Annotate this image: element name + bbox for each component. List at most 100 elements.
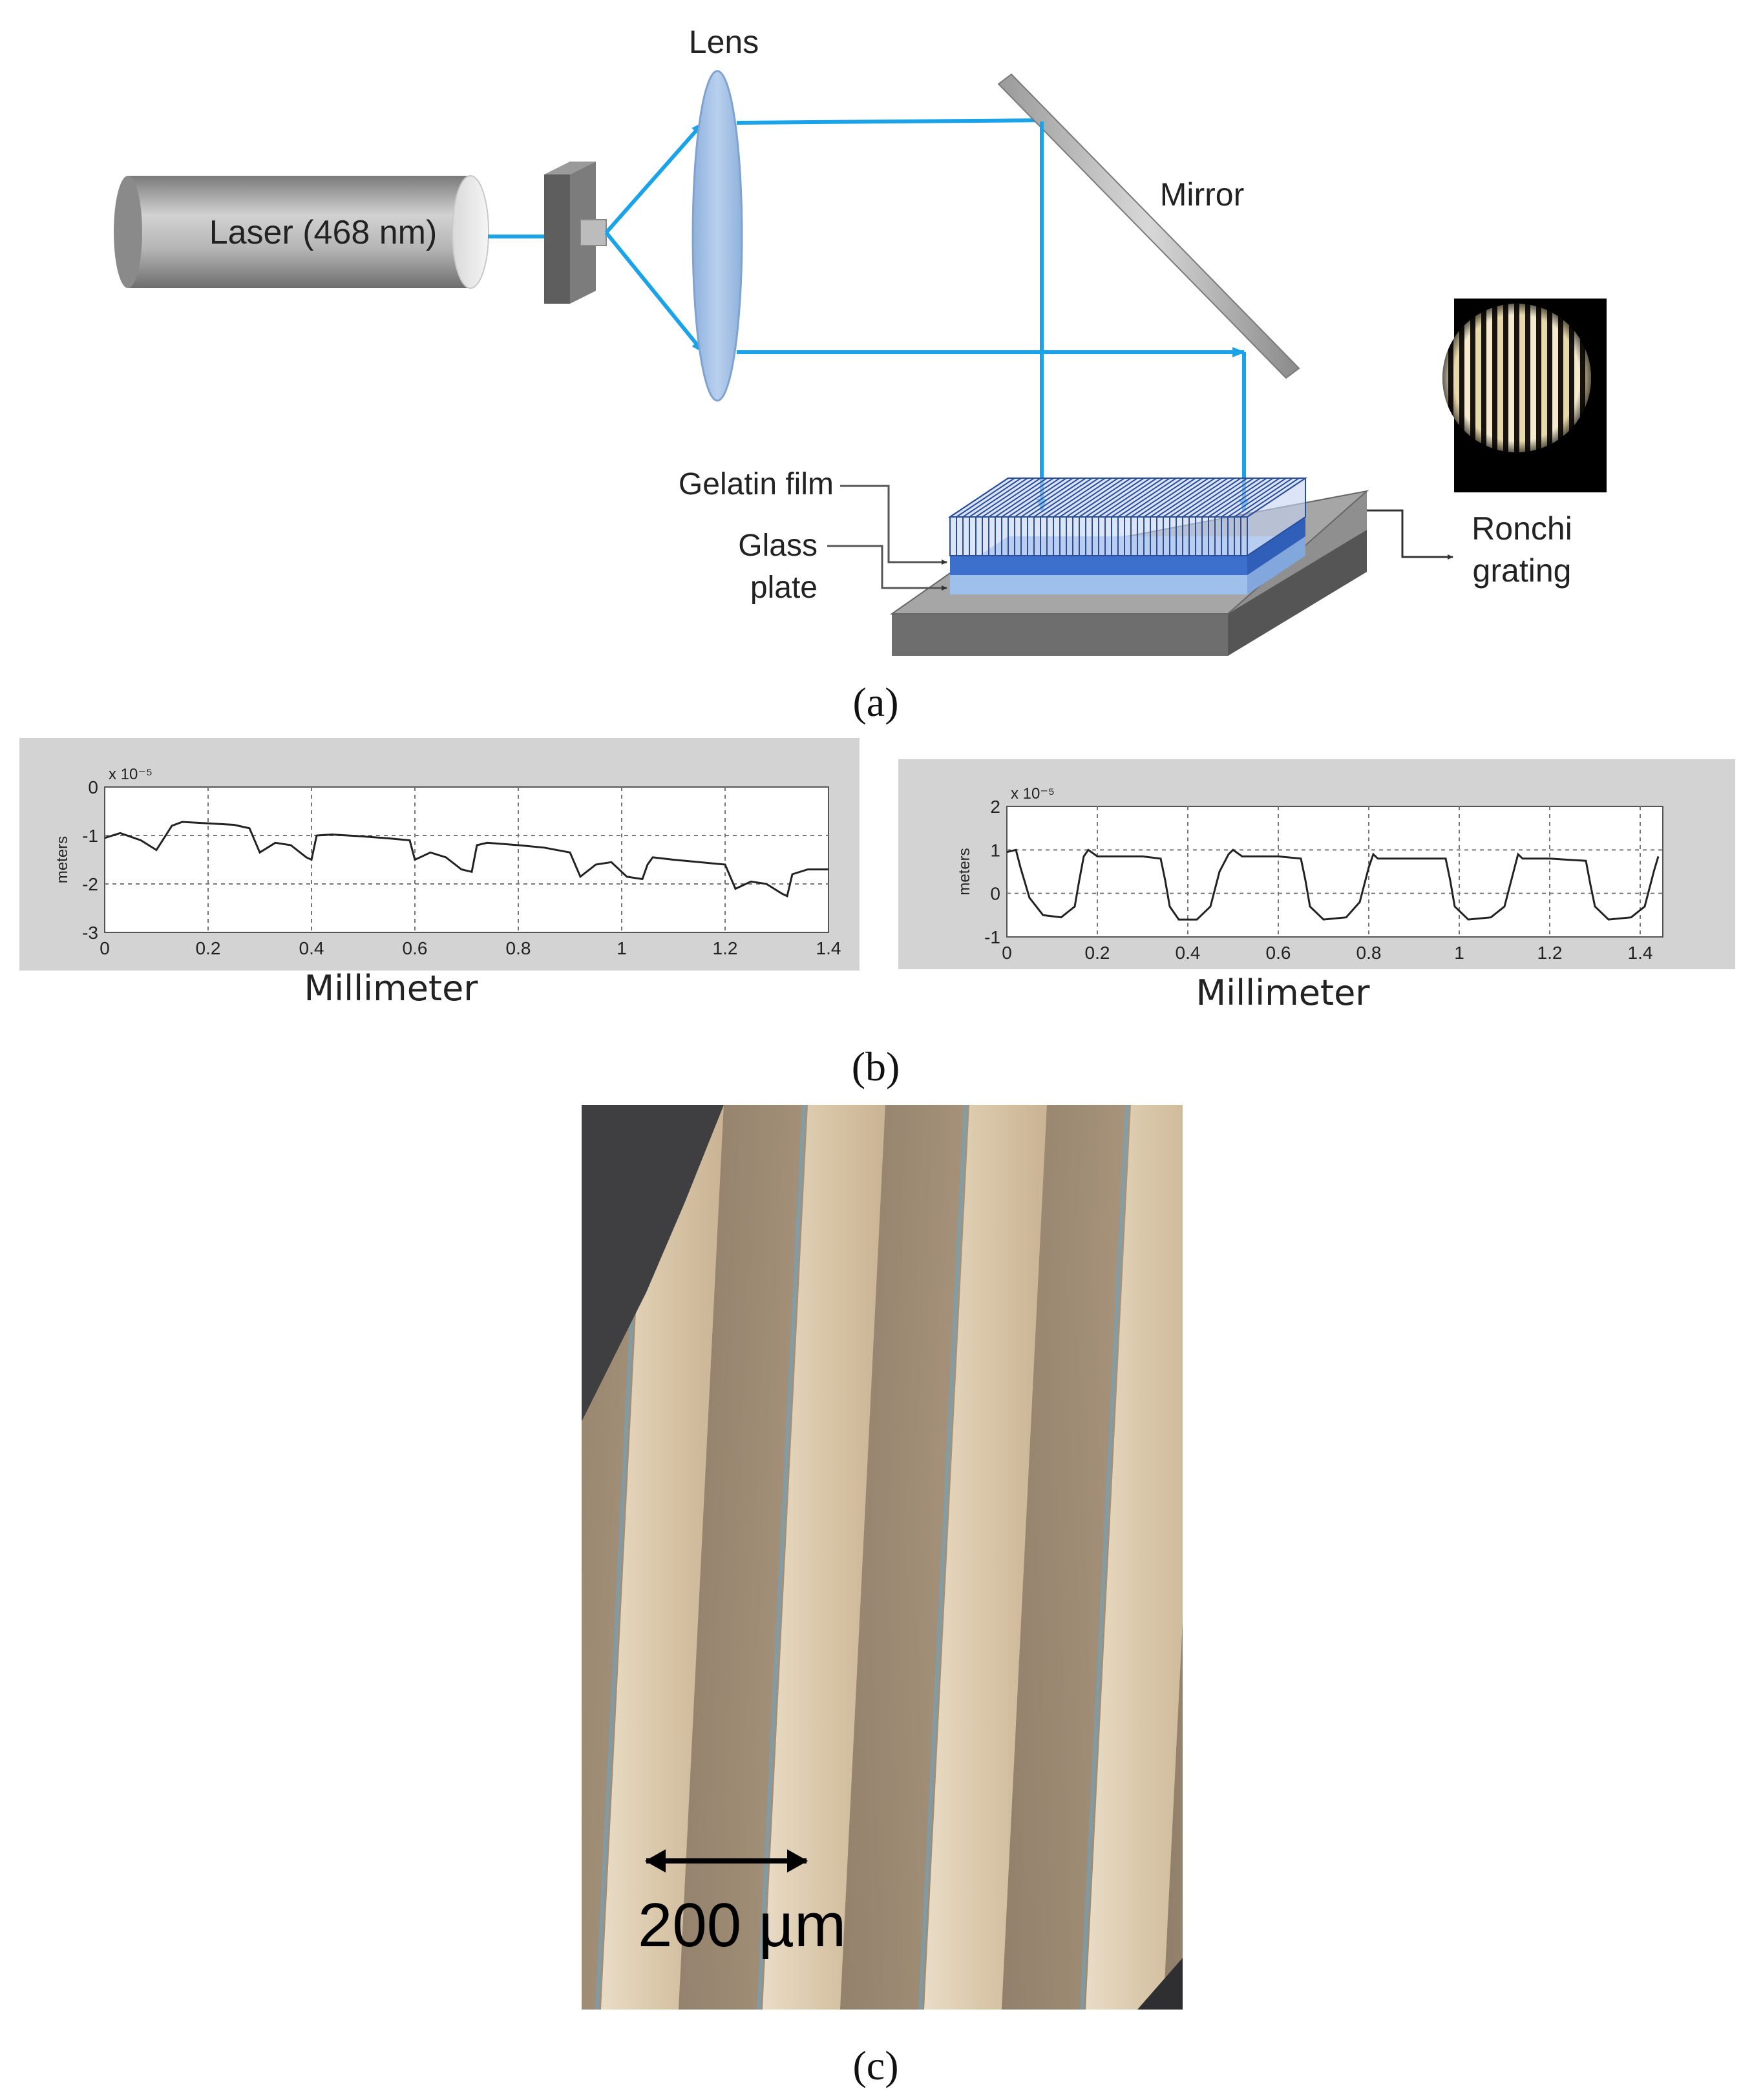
micrograph-ridge xyxy=(1086,1105,1183,2010)
glass-pointer xyxy=(827,545,947,591)
x-tick-label: 1.2 xyxy=(1537,943,1563,963)
x-tick-label: 1.2 xyxy=(713,938,738,958)
grating-line-top xyxy=(1227,478,1287,518)
grating-line-top xyxy=(1214,478,1274,518)
micrograph-image xyxy=(439,1105,1612,2010)
mirror-label: Mirror xyxy=(1160,176,1245,213)
grating-line-top xyxy=(1079,478,1138,518)
mirror-shape xyxy=(997,73,1300,379)
beam-diverge-lower xyxy=(604,231,705,353)
grating-line-top xyxy=(1221,478,1280,518)
scale-bar-left-arrow xyxy=(645,1849,666,1873)
grating-line-top xyxy=(1137,478,1196,518)
grating-line-top xyxy=(1053,478,1112,518)
x-tick-label: 0.2 xyxy=(1085,943,1110,963)
micrograph-ridge xyxy=(1247,1105,1370,2010)
grating-line-top xyxy=(956,478,1015,518)
lens-shape xyxy=(691,70,743,402)
grating-line-top xyxy=(1163,478,1222,518)
x-tick-label: 0 xyxy=(100,938,110,958)
y-tick-label: -2 xyxy=(82,874,98,894)
ronchi-grating-photo xyxy=(1442,299,1607,492)
grating-line-top xyxy=(1040,478,1099,518)
x-tick-label: 0.8 xyxy=(506,938,531,958)
ronchi-label-line2: grating xyxy=(1473,552,1572,589)
grating-line-top xyxy=(1143,478,1203,518)
grating-line-top xyxy=(1092,478,1151,518)
micrograph-groove xyxy=(1325,1105,1454,2010)
grating-line-top xyxy=(1066,478,1125,518)
micrograph-groove xyxy=(840,1105,969,2010)
grating-line-top xyxy=(1124,478,1183,518)
plot-area xyxy=(1006,806,1663,938)
grating-line-top xyxy=(1182,478,1241,518)
y-tick-label: 2 xyxy=(990,797,1000,817)
grating-line-top xyxy=(1150,478,1209,518)
micrograph-edge xyxy=(1567,1105,1612,2010)
spatial-filter xyxy=(544,162,607,304)
micrograph-edge xyxy=(1080,1105,1129,2010)
grating-line-top xyxy=(1130,478,1190,518)
chart-right-xlabel: Millimeter xyxy=(1196,972,1370,1013)
grating-line-top xyxy=(1156,478,1216,518)
scale-bar-label: 200 µm xyxy=(638,1891,846,1960)
x-tick-label: 0.4 xyxy=(299,938,324,958)
lens-label: Lens xyxy=(689,24,759,60)
x-tick-label: 0.2 xyxy=(196,938,221,958)
plot-area xyxy=(104,786,829,933)
ronchi-pointer xyxy=(1367,509,1453,560)
caption-b: (b) xyxy=(852,1044,900,1089)
grating-line-top xyxy=(1208,478,1267,518)
laser-body xyxy=(114,175,489,289)
panel-c-micrograph: 200 µm (c) xyxy=(439,1105,1612,2088)
panel-a-setup: Laser (468 nm) Lens Mirror xyxy=(114,24,1607,725)
glass-label-line1: Glass xyxy=(738,529,818,563)
grating-line-top xyxy=(1104,478,1164,518)
micrograph-groove xyxy=(679,1105,808,2010)
grating-line-top xyxy=(1201,478,1261,518)
grating-line-top xyxy=(969,478,1028,518)
grating-line-top xyxy=(1085,478,1145,518)
micrograph-ridge xyxy=(1409,1105,1532,2010)
micrograph-ridge xyxy=(924,1105,1047,2010)
grating-line-top xyxy=(1169,478,1229,518)
grating-line-top xyxy=(1033,478,1093,518)
gelatin-pointer xyxy=(840,485,947,565)
y-tick-label: 0 xyxy=(88,777,98,797)
micrograph-groove xyxy=(1002,1105,1131,2010)
grating-line-top xyxy=(1008,478,1067,518)
grating-line-top xyxy=(1098,478,1157,518)
grating-line-top xyxy=(1117,478,1177,518)
micrograph-ridge xyxy=(763,1105,885,2010)
sample-stage xyxy=(889,478,1369,656)
grating-line-top xyxy=(1234,478,1293,518)
x-tick-label: 0.6 xyxy=(403,938,428,958)
grating-line-top xyxy=(1072,478,1132,518)
y-multiplier: x 10⁻⁵ xyxy=(109,766,153,783)
x-tick-label: 1.4 xyxy=(1628,943,1653,963)
caption-c: (c) xyxy=(852,2042,898,2088)
chart-left-xlabel: Millimeter xyxy=(304,968,478,1009)
micrograph-groove xyxy=(1163,1622,1183,2010)
y-tick-label: -1 xyxy=(984,927,1000,947)
y-multiplier: x 10⁻⁵ xyxy=(1011,785,1055,803)
grating-line-top xyxy=(962,478,1022,518)
grating-line-top xyxy=(1188,478,1248,518)
grating-line-top xyxy=(1195,478,1254,518)
ronchi-label-line1: Ronchi xyxy=(1472,510,1572,547)
y-tick-label: -3 xyxy=(82,923,98,943)
x-tick-label: 0 xyxy=(1002,943,1012,963)
grating-line-top xyxy=(1111,478,1170,518)
x-tick-label: 0.8 xyxy=(1356,943,1382,963)
grating-line-top xyxy=(1020,478,1080,518)
micrograph-edge xyxy=(1243,1105,1289,2010)
micrograph-edge xyxy=(1405,1105,1450,2010)
grating-line-top xyxy=(995,478,1054,518)
grating-line-top xyxy=(1176,478,1235,518)
micrograph-ridge xyxy=(439,1105,562,2010)
beam-collimated-upper xyxy=(736,115,1051,126)
x-tick-label: 1 xyxy=(1454,943,1464,963)
